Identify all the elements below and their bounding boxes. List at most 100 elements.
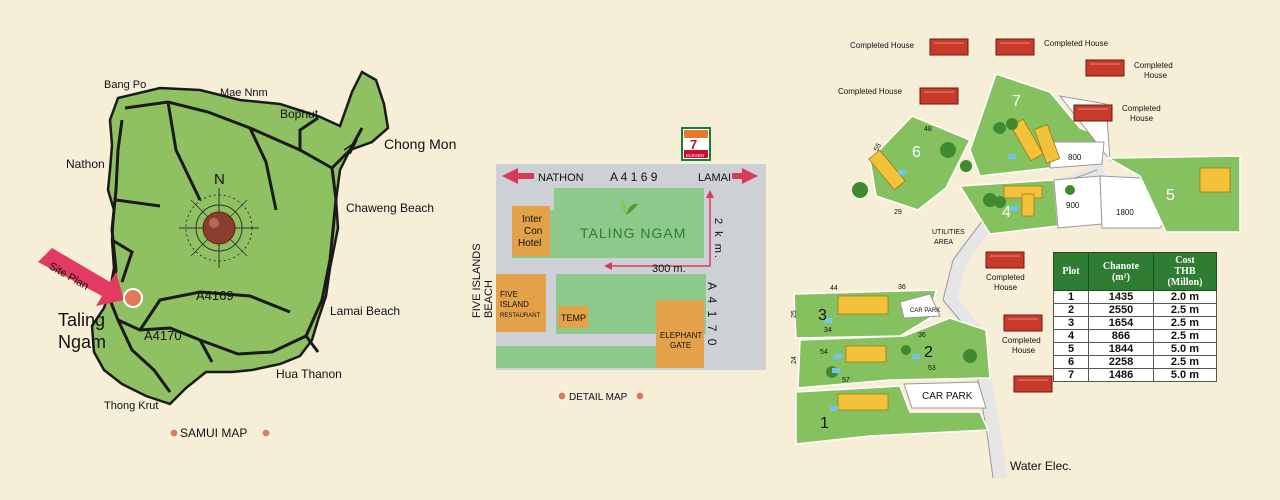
area-800-label: 800	[1068, 153, 1082, 162]
completed-house-icon	[995, 38, 1035, 56]
road-lamai-label: LAMAI	[698, 172, 731, 184]
five-island-label-1: FIVE	[500, 290, 518, 299]
completed-house-label: Completed House	[850, 41, 915, 50]
dimension-label: 29	[894, 209, 902, 216]
green-area-bottom	[496, 346, 656, 368]
label-thong-krut: Thong Krut	[104, 400, 158, 412]
compass-north-label: N	[214, 171, 225, 188]
car-park-small	[899, 293, 941, 319]
trees	[826, 118, 1075, 378]
label-hua-thanon: Hua Thanon	[276, 367, 342, 381]
dimension-label: 55	[873, 142, 883, 152]
site-plan: Completed House Completed House Complete…	[791, 38, 1241, 479]
dimension-label: 25	[791, 310, 798, 318]
caption-bullet-icon	[169, 428, 179, 438]
five-island-label-3: RESTAURANT	[500, 313, 541, 319]
label-bophut: Bophut	[280, 107, 319, 121]
route-line	[608, 196, 711, 267]
completed-house-icon	[1003, 314, 1043, 332]
detail-map-caption: DETAIL MAP	[569, 392, 628, 403]
five-islands-beach-label-1: FIVE ISLANDS	[471, 243, 483, 318]
airport-icon	[343, 139, 358, 155]
taling-ngam-marker	[123, 288, 143, 308]
completed-house-label: House	[994, 283, 1018, 292]
completed-house-label: Completed House	[1044, 39, 1109, 48]
caption-bullet-icon	[261, 428, 271, 438]
car-park-small-label: CAR PARK	[910, 308, 940, 314]
elephant-gate-label-1: ELEPHANT	[660, 331, 702, 340]
header-plot: Plot	[1052, 252, 1090, 291]
dimension-label: 34	[824, 327, 832, 334]
dimension-label: 36	[918, 332, 926, 339]
detail-map: 7 ELEVEN NATHON A 4 1 6 9 LAMAI 2 k m. 3…	[471, 127, 766, 403]
completed-house-icon	[1013, 375, 1053, 393]
temp-building	[558, 306, 588, 328]
dimension-label: 48	[924, 126, 932, 133]
label-ngam: Ngam	[58, 332, 106, 352]
samui-roads	[108, 100, 364, 393]
plot-2	[797, 317, 991, 389]
five-island-label-2: ISLAND	[500, 300, 529, 309]
completed-house-icon	[1085, 59, 1125, 77]
dimension-label: 57	[842, 377, 850, 384]
plot-number: 4	[1002, 204, 1011, 221]
temp-label: TEMP	[561, 313, 586, 323]
water-elec-label: Water Elec.	[1010, 459, 1072, 473]
label-chong-mon: Chong Mon	[384, 136, 456, 152]
completed-house-label: Completed	[1002, 336, 1041, 345]
five-islands-beach-label-2: BEACH	[483, 280, 495, 318]
area-900-label: 900	[1066, 201, 1080, 210]
dimension-label: 24	[791, 356, 798, 364]
house-icon	[868, 149, 906, 191]
arrow-right-icon	[732, 168, 758, 184]
area-1800-label: 1800	[1116, 208, 1134, 217]
road-nathon-label: NATHON	[538, 172, 584, 184]
intercon-label-1: Inter	[522, 214, 543, 225]
label-taling: Taling	[58, 310, 105, 330]
intercon-hotel-building	[512, 206, 550, 256]
utilities-area-label-2: AREA	[934, 239, 953, 246]
label-a4170: A4170	[144, 328, 182, 343]
plot-number: 2	[924, 344, 933, 361]
caption-bullet-icon	[557, 391, 567, 401]
road-a4169-label: A 4 1 6 9	[610, 170, 658, 184]
caption-bullet-icon	[635, 391, 645, 401]
house-icon	[1021, 193, 1035, 217]
yellow-houses	[837, 118, 1231, 411]
seven-eleven-logo-number: 7	[690, 137, 697, 152]
elephant-gate-building	[656, 300, 704, 368]
label-bang-po: Bang Po	[104, 79, 146, 91]
plot-number: 3	[818, 307, 827, 324]
completed-house-label: Completed	[1122, 104, 1161, 113]
label-chaweng-beach: Chaweng Beach	[346, 201, 434, 215]
completed-house-icon	[929, 38, 969, 56]
distance-2km-label: 2 k m.	[712, 218, 724, 260]
utilities-area-label-1: UTILITIES	[932, 229, 965, 236]
house-icon	[837, 393, 889, 411]
road-a4170-label: A 4 1 7 0	[705, 282, 719, 347]
taling-ngam-parcel	[554, 188, 704, 258]
intercon-label-2: Con	[524, 226, 542, 237]
dimension-label: 36	[898, 284, 906, 291]
completed-house-label: Completed House	[838, 87, 903, 96]
plot-number: 6	[912, 144, 921, 161]
arrow-left-icon	[502, 168, 534, 184]
completed-house-label: House	[1144, 71, 1168, 80]
completed-house-label: House	[1130, 114, 1154, 123]
distance-300m-label: 300 m.	[652, 263, 686, 275]
house-icon	[1199, 167, 1231, 193]
dimension-label: 53	[928, 365, 936, 372]
pools	[824, 154, 1018, 411]
plot-number: 5	[1166, 187, 1175, 204]
site-plan-arrow	[38, 248, 124, 306]
